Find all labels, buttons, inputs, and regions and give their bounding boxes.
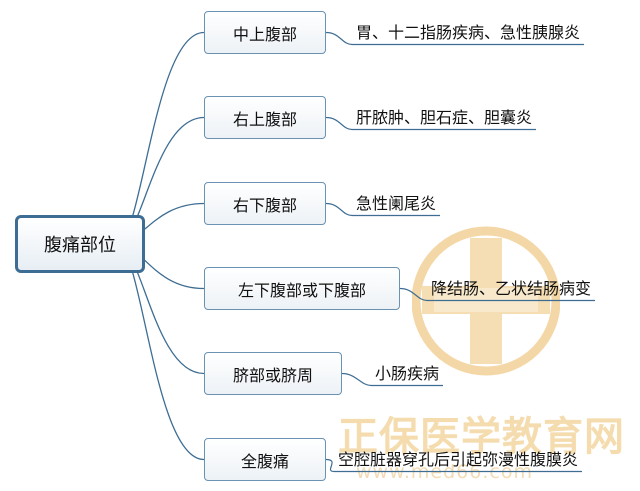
leaf-underline xyxy=(399,287,595,302)
leaf-detail-1: 胃、十二指肠疾病、急性胰腺炎 xyxy=(356,23,581,42)
connector-curve xyxy=(116,31,205,245)
leaf-underline xyxy=(325,31,584,46)
leaf-underline xyxy=(325,116,536,131)
leaf-detail-3: 急性阑尾炎 xyxy=(356,194,437,213)
leaf-underline xyxy=(325,458,582,473)
branch-upper-middle[interactable]: 中上腹部 xyxy=(204,11,326,54)
watermark-logo-icon xyxy=(412,226,560,376)
leaf-detail-4: 降结肠、乙状结肠病变 xyxy=(431,279,592,298)
leaf-underline xyxy=(341,372,443,387)
connector-curve xyxy=(116,243,205,461)
leaf-underline xyxy=(325,202,440,217)
branch-lower-left[interactable]: 左下腹部或下腹部 xyxy=(204,267,400,310)
leaf-detail-5: 小肠疾病 xyxy=(375,364,440,383)
leaf-detail-2: 肝脓肿、胆石症、胆囊炎 xyxy=(356,108,533,127)
branch-whole-abdomen[interactable]: 全腹痛 xyxy=(204,438,326,481)
watermark-brand: 正保医学教育网 xyxy=(338,414,625,460)
branch-lower-right[interactable]: 右下腹部 xyxy=(204,182,326,225)
root-node[interactable]: 腹痛部位 xyxy=(15,215,145,273)
branch-umbilical[interactable]: 脐部或脐周 xyxy=(204,352,342,395)
leaf-detail-6: 空腔脏器穿孔后引起弥漫性腹膜炎 xyxy=(338,450,579,469)
branch-upper-right[interactable]: 右上腹部 xyxy=(204,96,326,139)
